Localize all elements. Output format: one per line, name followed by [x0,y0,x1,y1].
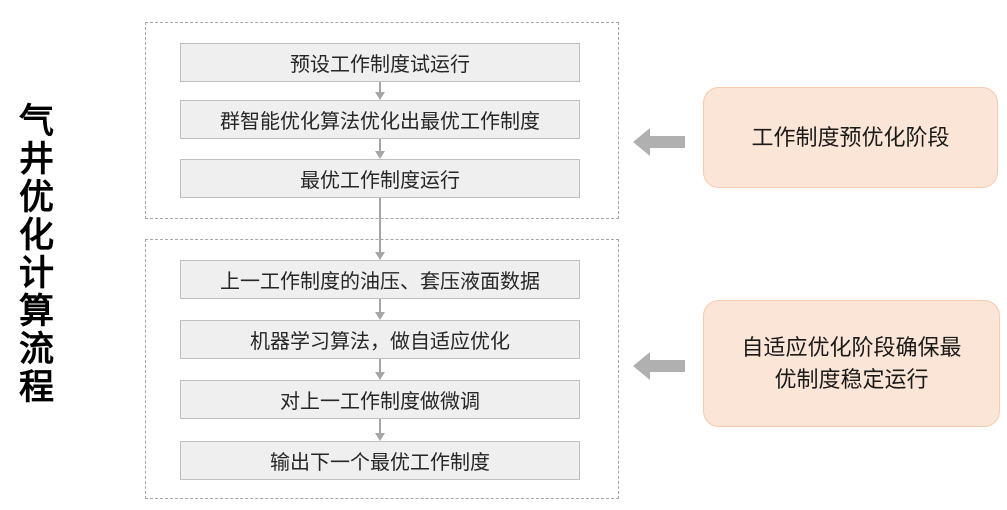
down-arrow-connector [368,299,392,320]
down-arrow-connector [368,419,392,441]
down-arrow-connector [368,139,392,159]
arrowhead-icon [374,252,385,260]
step-box-optimal-run: 最优工作制度运行 [180,159,580,198]
connector-line [379,419,381,434]
connector-line [379,82,381,93]
connector-line [379,139,381,152]
arrowhead-icon [374,433,385,441]
arrowhead-icon [374,312,385,320]
stage1-group-frame [145,22,619,219]
step-box-preset-trial: 预设工作制度试运行 [180,43,580,82]
callout-label-line: 自适应优化阶段确保最 [741,334,962,360]
left-arrow-icon [633,352,685,380]
connector-line [379,299,381,313]
callout-label: 工作制度预优化阶段 [751,124,950,150]
step-box-swarm-optimize: 群智能优化算法优化出最优工作制度 [180,100,580,139]
arrowhead-icon [374,92,385,100]
step-box-pressure-data: 上一工作制度的油压、套压液面数据 [180,260,580,299]
arrowhead-icon [374,151,385,159]
step-box-fine-tune: 对上一工作制度做微调 [180,380,580,419]
page-title: 气井优化计算流程 [14,102,53,406]
arrowhead-icon [374,372,385,380]
callout-label-line: 优制度稳定运行 [774,366,929,392]
stage1-callout: 工作制度预优化阶段 [703,87,998,188]
down-arrow-connector [368,198,392,260]
down-arrow-connector [368,359,392,380]
left-arrow-icon [633,128,685,156]
stage2-group-frame [145,239,619,499]
connector-line [379,198,381,253]
step-box-ml-adaptive: 机器学习算法，做自适应优化 [180,320,580,359]
connector-line [379,359,381,373]
stage2-callout: 自适应优化阶段确保最 优制度稳定运行 [703,300,1000,427]
step-box-output-next: 输出下一个最优工作制度 [180,441,580,480]
down-arrow-connector [368,82,392,100]
